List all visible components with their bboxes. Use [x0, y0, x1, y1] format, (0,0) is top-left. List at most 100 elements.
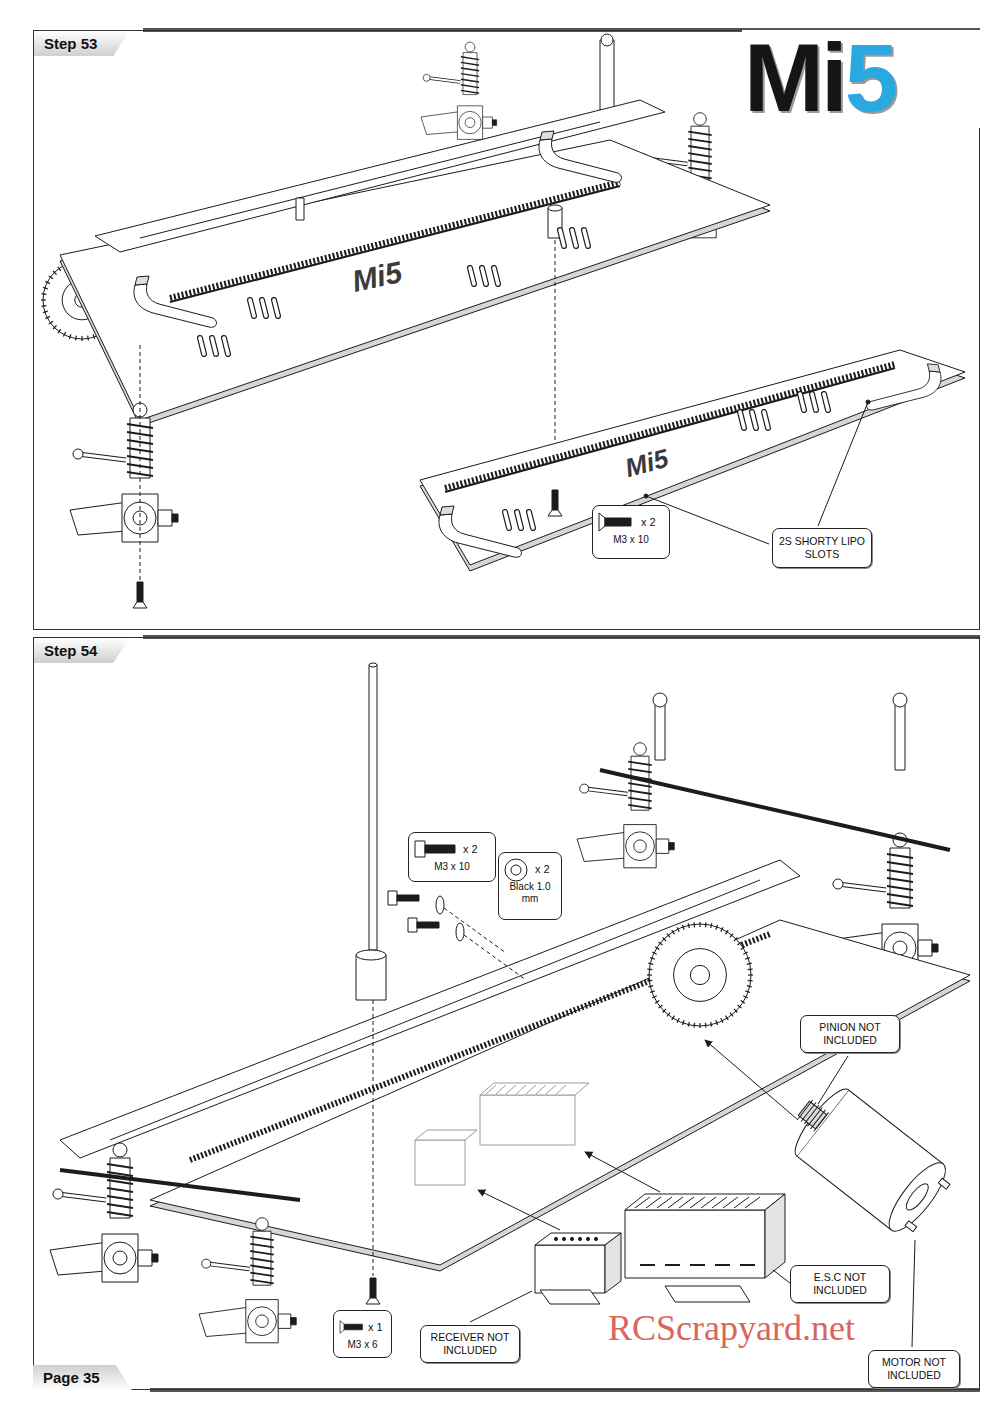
shock-spring — [250, 1251, 273, 1255]
hub-carrier — [102, 1234, 138, 1282]
battery-holder — [539, 131, 622, 182]
shock-spring — [887, 878, 913, 882]
top-deck-slot — [140, 122, 600, 238]
leader-dot — [644, 494, 648, 498]
hardware-callout: x 1M3 x 6 — [333, 1310, 392, 1358]
note-callout: 2S SHORTY LIPO SLOTS — [772, 528, 872, 568]
gear-tooth — [652, 996, 657, 998]
bearing — [248, 1307, 277, 1336]
camber-link — [78, 454, 126, 460]
gear-tooth — [647, 968, 652, 970]
gear-tooth — [730, 934, 733, 938]
receiver-pin — [570, 1237, 573, 1240]
bearing — [104, 1242, 136, 1274]
leader-line — [773, 1270, 790, 1283]
shock-spring — [887, 870, 913, 874]
shock-spring — [461, 90, 479, 93]
battery-slot — [812, 394, 816, 410]
gear-tooth — [682, 925, 684, 930]
ball-joint — [73, 449, 83, 459]
battery-slot — [262, 300, 266, 316]
shock-spring — [688, 160, 711, 164]
battery-slot-inner — [800, 394, 804, 410]
part-spec: M3 x 6 — [338, 1339, 387, 1351]
gear-tooth — [45, 316, 49, 318]
belt-teeth — [170, 182, 620, 298]
screw-icon — [415, 841, 455, 857]
axle-pin — [152, 1254, 158, 1262]
battery-slot-inner — [517, 512, 521, 528]
shock-spring — [688, 153, 711, 157]
gear-tooth — [43, 287, 48, 289]
gear-tooth — [688, 1022, 689, 1027]
gear-tooth — [726, 930, 729, 934]
camber-link — [206, 1264, 249, 1269]
receiver — [535, 1245, 605, 1293]
hardware-icons — [333, 505, 670, 1358]
gear-tooth — [75, 336, 77, 341]
gear-tooth — [677, 1018, 679, 1023]
battery-slot-inner — [200, 338, 204, 354]
shock-spring — [107, 1204, 133, 1208]
gear-tooth — [730, 1013, 733, 1017]
shock-spring — [887, 886, 913, 890]
bearing-inner — [256, 1315, 269, 1328]
camber-link-inner — [584, 789, 627, 794]
esc-position-fin — [506, 1085, 516, 1094]
battery-slot-inner — [262, 300, 266, 316]
gear-tooth — [672, 1016, 675, 1020]
receiver-position — [415, 1140, 465, 1185]
esc-position — [480, 1083, 589, 1095]
suspension-assembly — [199, 1218, 296, 1343]
battery-holder — [134, 276, 217, 327]
shock-spring — [250, 1265, 273, 1269]
suspension-assembly — [70, 403, 178, 542]
callout-text: 2S SHORTY LIPO SLOTS — [779, 535, 865, 561]
standoff — [356, 955, 386, 1000]
watermark: RCScrapyard.net — [608, 1310, 855, 1346]
battery-slot-inner — [494, 268, 498, 284]
wheel-hex — [483, 117, 493, 128]
shock-spring — [887, 902, 913, 906]
gear-tooth — [650, 991, 655, 993]
screw-icon — [599, 513, 631, 531]
battery-slot — [505, 512, 509, 528]
battery-holder — [867, 364, 941, 410]
gear-tooth — [650, 957, 655, 959]
camber-link — [427, 78, 461, 82]
battery-slot — [572, 230, 576, 246]
battery-slot — [212, 338, 216, 354]
screw-head — [415, 841, 425, 857]
hardware-callout: x 2Black 1.0 mm — [498, 852, 562, 920]
battery-slot — [560, 230, 564, 246]
gear-tooth — [659, 942, 663, 945]
brand-title: Mi5 — [742, 30, 901, 128]
gear-tooth — [748, 980, 753, 982]
battery-slot — [274, 300, 278, 316]
esc-position-fin — [486, 1085, 496, 1094]
gear-tooth — [747, 963, 752, 964]
gear-tooth — [652, 952, 657, 954]
shock-spring — [107, 1212, 133, 1216]
gear-tooth — [53, 271, 57, 275]
gear-tooth — [648, 963, 653, 964]
shock-spring — [250, 1273, 273, 1277]
esc-position — [480, 1095, 575, 1145]
gear-tooth — [688, 923, 689, 928]
ball-joint — [833, 879, 843, 889]
camber-link-inner — [58, 1194, 106, 1200]
gear-tooth — [693, 922, 695, 927]
suspension-assembly — [50, 1143, 158, 1282]
gear-tooth — [663, 1009, 667, 1013]
plate-outline — [420, 350, 965, 565]
assembly-guide — [373, 1000, 374, 1276]
body-post-top — [601, 34, 613, 46]
cap-screw-thread — [417, 922, 439, 928]
battery-holder-top — [135, 276, 149, 285]
battery-slot-inner — [482, 268, 486, 284]
gear-tooth — [741, 947, 745, 950]
screw-head — [599, 513, 605, 531]
tape-pad — [540, 1290, 600, 1304]
part-spec: M3 x 10 — [597, 534, 665, 546]
